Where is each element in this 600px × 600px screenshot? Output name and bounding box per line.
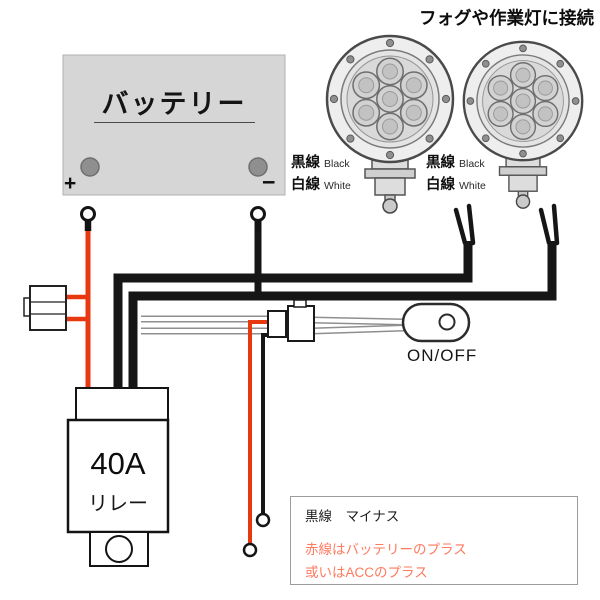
black-bus-lower — [128, 241, 557, 392]
legend-line-red-2: 或いはACCのプラス — [305, 565, 428, 581]
switch-button-icon — [438, 313, 456, 331]
connector-plug — [267, 299, 315, 342]
light2-wire-stub-a — [538, 207, 552, 246]
ring-terminal-plus-pigtail — [242, 542, 258, 558]
ring-terminal-positive — [80, 206, 96, 222]
relay-graphic — [66, 387, 170, 567]
legend-line-red-1: 赤線はバッテリーのプラス — [305, 542, 467, 558]
red-plus-pigtail — [248, 320, 268, 543]
black-minus-pigtail — [261, 333, 270, 513]
battery-terminal-negative — [248, 157, 268, 177]
wiring-harness — [66, 203, 560, 558]
toggle-switch-graphic — [401, 302, 471, 343]
light2-wire-stub-b — [551, 203, 560, 246]
battery-terminal-positive — [80, 157, 100, 177]
battery-minus-label: − — [262, 169, 276, 195]
white-wire-4 — [311, 326, 405, 333]
diagram-title: フォグや作業灯に接続 — [419, 8, 594, 28]
light1-wire-stub-b — [466, 203, 476, 246]
relay-name-label: リレー — [88, 493, 148, 515]
battery-label: バッテリー — [63, 82, 285, 123]
legend-line-black: 黒線 マイナス — [305, 509, 400, 524]
white-wire-3 — [311, 318, 405, 324]
fuse-holder — [23, 285, 67, 331]
black-bus-upper — [113, 241, 473, 392]
ring-terminal-negative — [250, 206, 266, 222]
battery-graphic — [62, 54, 286, 196]
legend-box: 黒線 マイナス 赤線はバッテリーのプラス 或いはACCのプラス — [290, 496, 578, 585]
relay-rating-label: 40A — [90, 446, 146, 481]
switch-label: ON/OFF — [407, 346, 478, 365]
battery-plus-label: + — [64, 172, 77, 195]
ring-terminal-minus-pigtail — [255, 512, 271, 528]
relay-mount-hole — [105, 535, 133, 563]
light1-wire-stub-a — [453, 207, 468, 246]
